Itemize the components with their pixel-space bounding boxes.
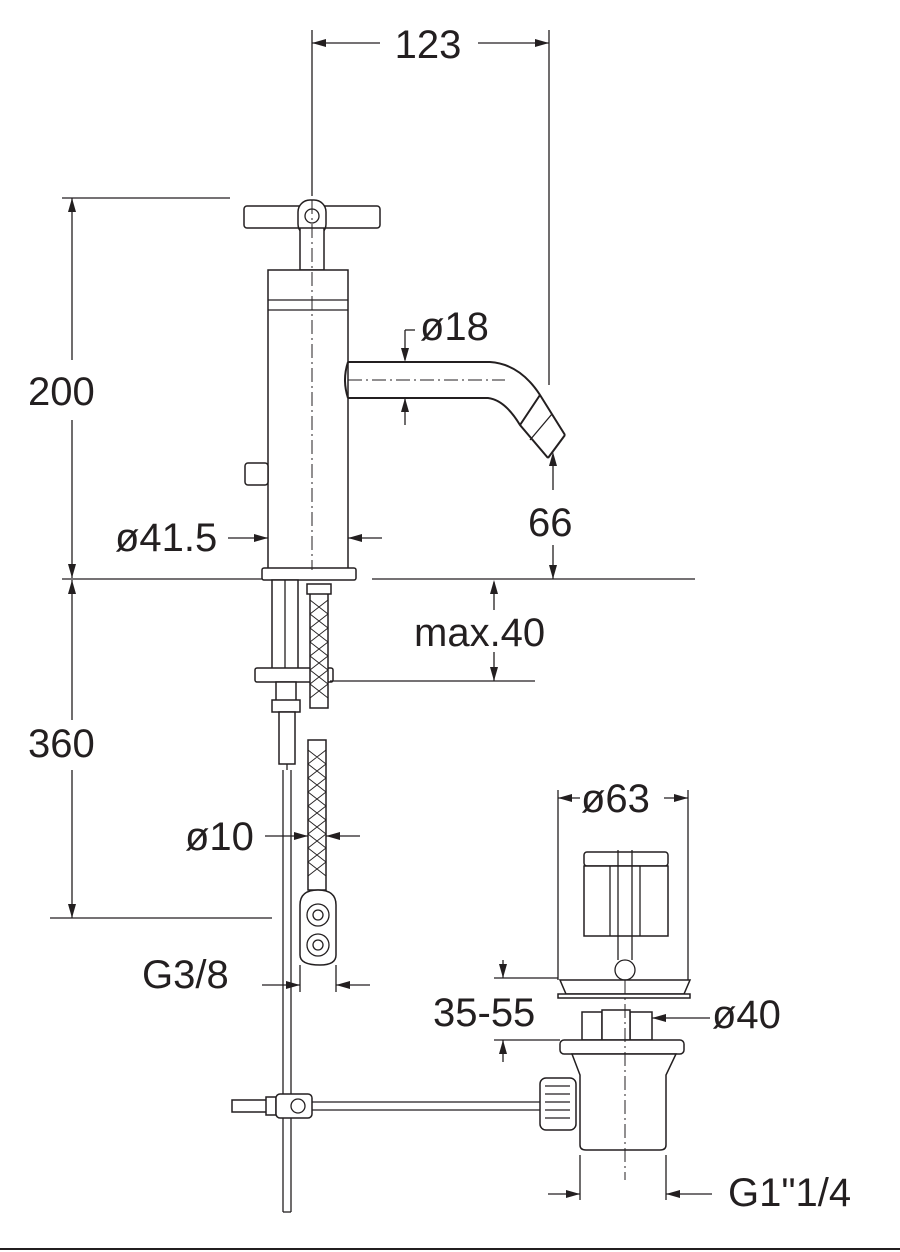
dim-body-diameter: ø41.5: [115, 516, 382, 560]
waste-linkage: [231, 1093, 545, 1119]
popup-waste: [539, 850, 692, 1180]
flex-hose-upper: [306, 583, 332, 709]
dim-spout-height: 66: [528, 452, 573, 579]
height-label: 200: [28, 370, 95, 414]
dim-waste-range: 35-55: [433, 960, 560, 1062]
waste-range-label: 35-55: [433, 991, 535, 1035]
tap-body: [243, 199, 381, 581]
dim-waste-body-diameter: ø40: [652, 993, 781, 1037]
width-label: 123: [395, 23, 462, 67]
waste-head-diameter-label: ø63: [581, 777, 650, 821]
spout-height-label: 66: [528, 501, 573, 545]
dim-height-tap: 200: [28, 197, 230, 578]
dim-max-deck: max.40: [330, 580, 545, 682]
hose-length-label: 360: [28, 722, 95, 766]
waste-body-diameter-label: ø40: [712, 993, 781, 1037]
dim-hose-diameter: ø10: [185, 815, 360, 859]
dim-hose-length: 360: [28, 580, 272, 919]
max-deck-label: max.40: [414, 611, 545, 655]
waste-thread-label: G1"1/4: [728, 1171, 851, 1215]
dim-connection-thread: G3/8: [142, 953, 370, 997]
dim-spout-diameter: ø18: [401, 305, 489, 425]
connection-thread-label: G3/8: [142, 953, 229, 997]
body-diameter-label: ø41.5: [115, 516, 217, 560]
spout-diameter-label: ø18: [420, 305, 489, 349]
hose-diameter-label: ø10: [185, 815, 254, 859]
dim-waste-head-diameter: ø63: [557, 777, 689, 980]
spout: [344, 361, 566, 459]
dim-width-total: 123: [311, 23, 550, 385]
flex-hose-lower: [299, 739, 337, 966]
dim-waste-thread: G1"1/4: [548, 1155, 851, 1215]
